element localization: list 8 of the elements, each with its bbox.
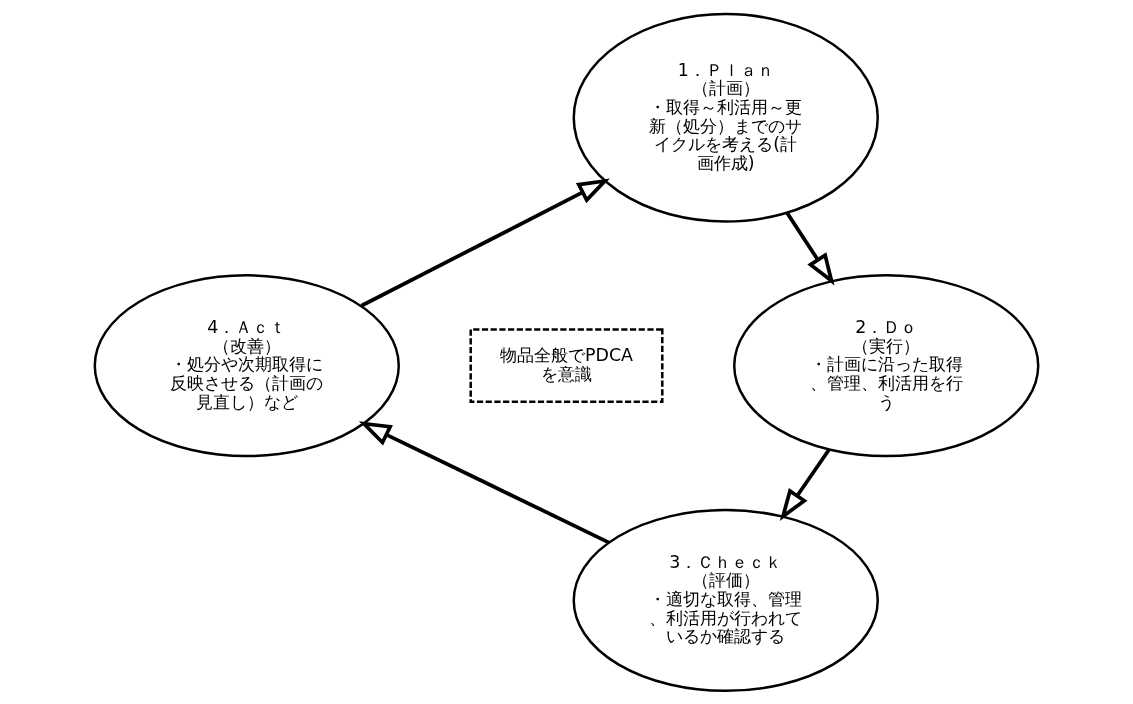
arrow [360, 177, 610, 307]
arrow [785, 211, 835, 285]
arrow [779, 448, 831, 521]
node-ellipse: 2．Ｄｏ （実行） ・計画に沿った取得、管理、利活用を行う [733, 273, 1040, 457]
node-ellipse: 4．Ａｃｔ （改善） ・処分や次期取得に反映させる（計画の見直し）など [93, 273, 400, 457]
node-ellipse: 3．Ｃｈｅｃｋ （評価） ・適切な取得、管理、利活用が行われているか確認する [572, 508, 879, 692]
arrow [358, 420, 610, 544]
node-box: 物品全般でPDCAを意識 [469, 327, 664, 403]
